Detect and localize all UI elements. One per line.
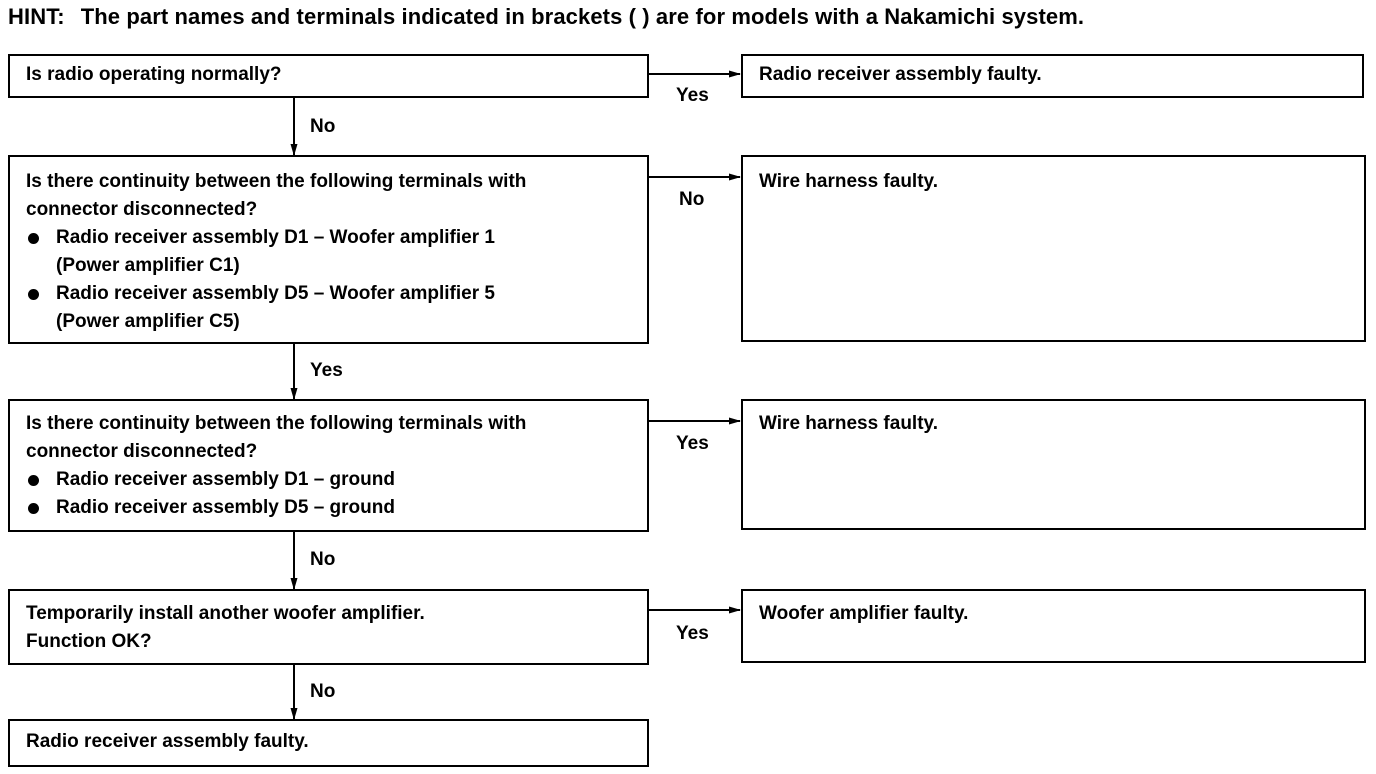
question-box-4: Temporarily install another woofer ampli… [8, 589, 649, 665]
final-text: Radio receiver assembly faulty. [26, 731, 309, 752]
result-box-1: Radio receiver assembly faulty. [741, 54, 1364, 98]
question-2-bullet-1-sub: (Power amplifier C1) [56, 255, 240, 276]
final-box: Radio receiver assembly faulty. [8, 719, 649, 767]
question-2-bullet-1: Radio receiver assembly D1 – Woofer ampl… [26, 224, 633, 252]
question-3-bullet-1: Radio receiver assembly D1 – ground [26, 466, 633, 494]
next-label-1: No [310, 116, 336, 137]
question-3-bullet-2: Radio receiver assembly D5 – ground [26, 494, 633, 522]
result-box-4: Woofer amplifier faulty. [741, 589, 1366, 663]
hint-line: HINT: The part names and terminals indica… [8, 4, 1374, 30]
next-label-4: No [310, 681, 336, 702]
question-4-line-1: Temporarily install another woofer ampli… [26, 603, 425, 624]
question-box-2: Is there continuity between the followin… [8, 155, 649, 344]
hint-label: HINT: [8, 4, 65, 29]
result-1-text: Radio receiver assembly faulty. [759, 64, 1042, 85]
question-4-line-2: Function OK? [26, 631, 152, 652]
result-2-text: Wire harness faulty. [759, 171, 938, 192]
question-box-1: Is radio operating normally? [8, 54, 649, 98]
branch-label-3: Yes [676, 433, 709, 454]
result-box-3: Wire harness faulty. [741, 399, 1366, 530]
question-3-line-1: Is there continuity between the followin… [26, 413, 527, 434]
branch-label-1: Yes [676, 85, 709, 106]
result-3-text: Wire harness faulty. [759, 413, 938, 434]
question-2-line-2: connector disconnected? [26, 199, 258, 220]
question-2-bullet-2-sub: (Power amplifier C5) [56, 311, 240, 332]
question-2-line-1: Is there continuity between the followin… [26, 171, 527, 192]
question-1-line-1: Is radio operating normally? [26, 64, 282, 85]
question-2-bullet-2: Radio receiver assembly D5 – Woofer ampl… [26, 280, 633, 308]
question-3-line-2: connector disconnected? [26, 441, 258, 462]
next-label-3: No [310, 549, 336, 570]
result-4-text: Woofer amplifier faulty. [759, 603, 969, 624]
result-box-2: Wire harness faulty. [741, 155, 1366, 342]
next-label-2: Yes [310, 360, 343, 381]
hint-text: The part names and terminals indicated i… [80, 4, 1085, 29]
branch-label-4: Yes [676, 623, 709, 644]
question-box-3: Is there continuity between the followin… [8, 399, 649, 532]
branch-label-2: No [679, 189, 705, 210]
